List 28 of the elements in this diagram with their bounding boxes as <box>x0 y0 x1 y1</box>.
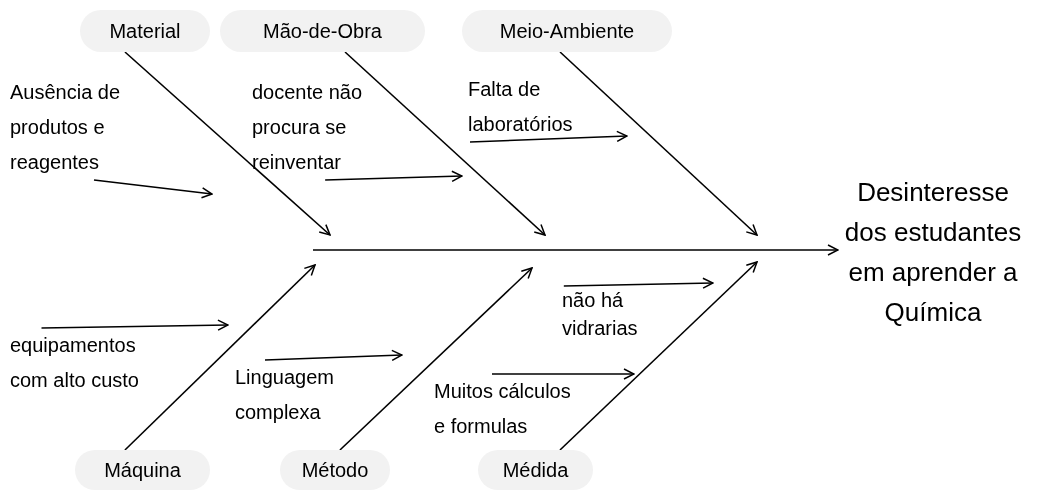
cause-label: docente não procura se reinventar <box>252 75 370 180</box>
category-label: Material <box>80 10 210 52</box>
arrow <box>559 261 758 451</box>
cause-label: Muitos cálculos e formulas <box>434 374 579 444</box>
cause-label: não há vidrarias <box>562 286 652 342</box>
arrow <box>563 277 714 289</box>
cause-label: Linguagem complexa <box>235 360 360 430</box>
category-label: Médida <box>478 450 593 490</box>
arrow <box>264 349 403 362</box>
arrow <box>93 179 213 199</box>
arrow <box>491 368 635 380</box>
category-label: Mão-de-Obra <box>220 10 425 52</box>
arrow <box>324 170 463 183</box>
cause-label: Ausência de produtos e reagentes <box>10 75 130 180</box>
arrow <box>124 264 316 451</box>
cause-label: Falta de laboratórios <box>468 72 593 142</box>
category-label: Meio-Ambiente <box>462 10 672 52</box>
category-label: Máquina <box>75 450 210 490</box>
arrow <box>344 51 546 236</box>
arrow <box>124 51 331 236</box>
arrow <box>559 51 758 236</box>
arrow <box>339 267 533 451</box>
arrow <box>469 130 628 143</box>
arrow <box>40 319 229 331</box>
arrow <box>312 244 839 256</box>
category-label: Método <box>280 450 390 490</box>
effect-label: Desinteresse dos estudantes em aprender a Química <box>838 172 1028 332</box>
cause-label: equipamentos com alto custo <box>10 328 160 398</box>
